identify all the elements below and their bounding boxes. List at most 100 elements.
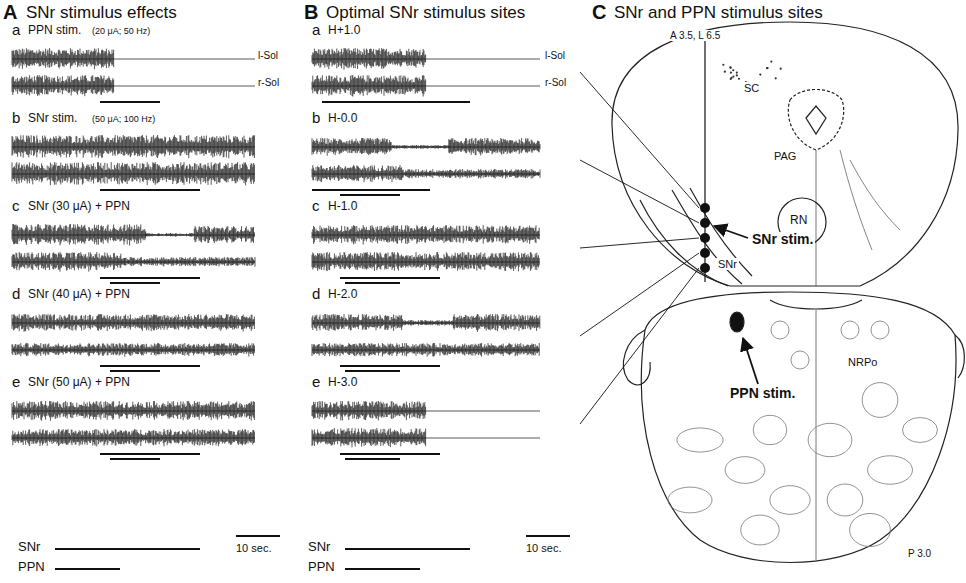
condition-label: SNr (30 μA) + PPN: [28, 200, 130, 213]
emg-trace: [312, 252, 540, 271]
stim-site: [700, 233, 710, 243]
structure-name: SC: [742, 82, 761, 94]
pontine-nucleus: [903, 418, 938, 443]
row-letter: b: [312, 110, 320, 127]
sc-dot: [775, 77, 777, 79]
pontine-nucleus: [808, 423, 852, 456]
condition-label: SNr (50 μA) + PPN: [28, 376, 130, 389]
pons-wing: [955, 335, 964, 378]
bar-label: PPN: [308, 560, 335, 574]
emg-trace: [312, 138, 540, 156]
scale-label: 10 sec.: [236, 542, 271, 554]
stim-bar: [100, 453, 200, 455]
stim-bar: [345, 370, 400, 372]
stim-bar: [55, 548, 200, 550]
electrode-track: [704, 38, 705, 282]
sc-dot: [759, 73, 761, 75]
panel-letter: A: [3, 1, 17, 23]
depth-label: H-2.0: [328, 288, 357, 301]
row-letter: e: [12, 374, 20, 391]
emg-trace: [312, 343, 540, 357]
stim-bar: [526, 535, 570, 537]
panel-title: Optimal SNr stimulus sites: [326, 4, 525, 23]
sc-dot: [730, 67, 732, 69]
row-letter: e: [312, 374, 320, 391]
emg-trace: [312, 75, 540, 97]
midline: [816, 150, 817, 286]
row-letter: a: [312, 22, 320, 39]
sc-dot: [732, 75, 734, 77]
condition-label: SNr stim.: [28, 112, 77, 125]
stim-bar: [340, 453, 440, 455]
row-letter: c: [12, 198, 20, 215]
pontine-nucleus: [741, 515, 779, 545]
pons-outline: [641, 292, 956, 563]
emg-trace: [12, 429, 255, 446]
leader-line: [580, 238, 699, 248]
stim-bar: [345, 282, 400, 284]
sc-dot: [732, 69, 734, 71]
sc-dot: [766, 67, 768, 69]
stim-bar: [110, 370, 160, 372]
stim-site: [700, 248, 710, 258]
bar-label: SNr: [18, 540, 40, 554]
ppn-stim-arrow: [743, 338, 758, 384]
pontine-nucleus: [868, 456, 913, 484]
leader-line: [580, 160, 699, 223]
stim-bar: [110, 282, 160, 284]
depth-label: H+1.0: [328, 24, 360, 37]
structure-name: RN: [788, 214, 809, 227]
emg-trace: [312, 165, 540, 182]
sc-dot: [730, 78, 732, 80]
structure-name: SNr: [716, 258, 739, 270]
depth-label: H-0.0: [328, 112, 357, 125]
emg-trace: [12, 252, 255, 272]
emg-trace: [12, 343, 255, 357]
depth-label: H-1.0: [328, 200, 357, 213]
row-letter: d: [12, 286, 20, 303]
stim-sites: [700, 203, 710, 273]
cerebral-peduncle: [640, 200, 728, 286]
stim-bar: [340, 277, 440, 279]
pontine-nucleus: [668, 487, 712, 513]
stim-site: [700, 203, 710, 213]
emg-trace: [312, 314, 540, 332]
stim-bar: [345, 548, 470, 550]
site-leaders: [580, 72, 699, 424]
stim-bar: [100, 365, 200, 367]
stim-site: [700, 218, 710, 228]
fourth-ventricle: [770, 300, 862, 309]
snr-band: [672, 188, 752, 284]
coordinate-label: A 3.5, L 6.5: [668, 30, 722, 41]
condition-label: SNr (40 μA) + PPN: [28, 288, 130, 301]
pontine-nucleus: [725, 457, 765, 484]
pons-midline: [816, 310, 817, 560]
depth-label: H-3.0: [328, 376, 357, 389]
emg-trace: [12, 75, 255, 96]
stim-params: (50 μA; 100 Hz): [92, 115, 155, 125]
emg-trace: [12, 224, 255, 246]
stim-bar: [340, 194, 400, 196]
panel-letter: C: [592, 1, 606, 23]
stim-bar: [345, 568, 420, 570]
pontine-nucleus: [827, 484, 863, 516]
muscle-name: r-Sol: [258, 77, 279, 88]
scale-label: 10 sec.: [526, 542, 561, 554]
coordinate-label: P 3.0: [906, 548, 933, 559]
emg-trace: [312, 225, 540, 245]
sc-dot: [780, 68, 782, 70]
sc-dot: [722, 64, 724, 66]
panel-title: SNr stimulus effects: [26, 4, 177, 23]
site-label: SNr stim.: [750, 232, 815, 247]
tract-circle: [791, 351, 809, 369]
structure-name: PAG: [772, 150, 798, 162]
bar-label: SNr: [308, 540, 330, 554]
emg-trace: [12, 135, 255, 158]
row-letter: d: [312, 286, 320, 303]
stim-bar: [340, 365, 440, 367]
panel-letter: B: [304, 1, 318, 23]
brain-section: [612, 22, 964, 563]
ppn-site: [730, 312, 744, 332]
